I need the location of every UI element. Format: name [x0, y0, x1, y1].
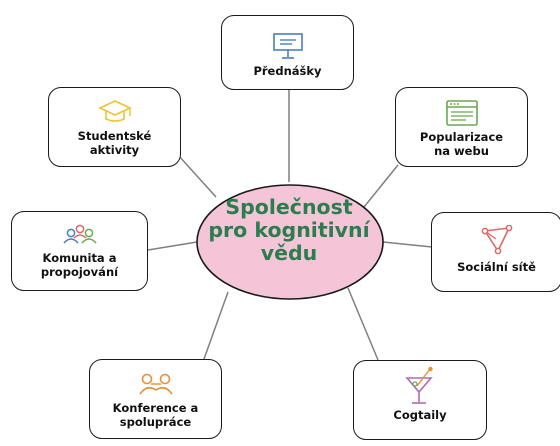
node-socialni-site-label: Sociální sítě [457, 260, 536, 274]
connector-studentske [177, 154, 217, 198]
network-triangle-icon [481, 225, 512, 255]
connector-socialni-site [382, 241, 433, 248]
node-popularizace-label: Popularizace na webu [419, 130, 504, 158]
center-label: Společnost pro kognitivní vědu [208, 195, 370, 265]
node-studentske: Studentské aktivity [48, 87, 181, 167]
node-komunita: Komunita a propojování [11, 211, 148, 291]
connector-cogtaily [347, 287, 379, 361]
node-konference-label: Konference a spolupráce [112, 401, 199, 429]
cocktail-glass-icon [405, 366, 433, 404]
node-prednasky-label: Přednášky [253, 64, 322, 78]
connector-komunita [147, 241, 198, 251]
linked-people-icon [138, 373, 173, 395]
node-socialni-site: Sociální sítě [431, 212, 560, 292]
browser-window-icon [445, 100, 478, 126]
connector-konference [203, 291, 229, 360]
node-cogtaily-label: Cogtaily [393, 408, 447, 422]
people-group-icon [62, 224, 97, 244]
center-node [196, 184, 384, 300]
graduation-cap-icon [97, 100, 132, 122]
node-konference: Konference a spolupráce [89, 359, 222, 439]
node-prednasky: Přednášky [221, 15, 354, 90]
presentation-board-icon [272, 33, 303, 59]
node-komunita-label: Komunita a propojování [40, 251, 119, 279]
node-studentske-label: Studentské aktivity [77, 129, 152, 157]
connector-lines [147, 90, 433, 361]
connector-popularizace [363, 164, 399, 208]
node-cogtaily: Cogtaily [353, 360, 487, 440]
node-popularizace: Popularizace na webu [395, 87, 528, 167]
